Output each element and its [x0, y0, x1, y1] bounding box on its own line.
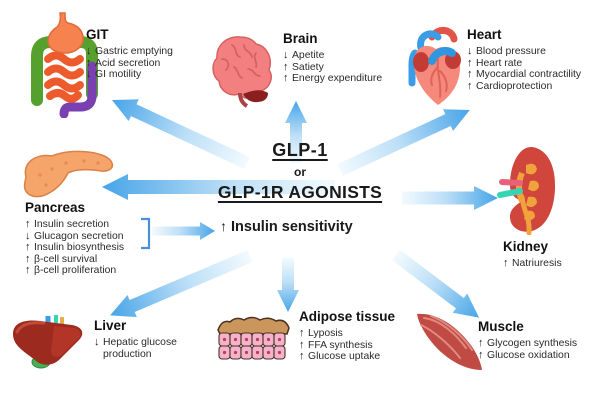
direction-arrow: ↑ — [283, 60, 289, 73]
brain-icon — [212, 36, 272, 108]
pancreas-icon — [23, 150, 114, 198]
effect-row: ↑Acid secretion — [86, 56, 161, 69]
direction-arrow: ↑ — [467, 79, 473, 92]
arrow-to-brain — [285, 101, 307, 163]
effect-row: ↓Glucagon secretion — [25, 229, 124, 242]
glp1r-agonists-title: GLP-1R AGONISTS — [217, 182, 383, 202]
direction-arrow: ↑ — [299, 350, 305, 363]
direction-arrow: ↓ — [86, 45, 92, 57]
effect-row: ↓GI motility — [86, 68, 142, 81]
kidney-title: Kidney — [503, 239, 549, 254]
heart-icon — [408, 27, 461, 105]
effect-row: ↑Satiety — [283, 60, 324, 73]
direction-arrow: ↑ — [25, 218, 31, 230]
effect-row: ↑β-cell proliferation — [25, 264, 117, 277]
adipose-tissue-icon — [217, 316, 290, 360]
direction-arrow: ↑ — [299, 327, 305, 339]
effect-row: ↑β-cell survival — [25, 252, 98, 265]
effect-row: ↑Myocardial contractility — [467, 68, 582, 81]
kidney-icon — [497, 146, 556, 235]
or-conjunction: or — [294, 165, 306, 179]
direction-arrow: ↑ — [86, 56, 92, 69]
direction-arrow: ↓ — [467, 45, 473, 57]
direction-arrow: ↓ — [94, 336, 100, 348]
git-section: GIT ↓Gastric emptying ↑Acid secretion ↓G… — [86, 28, 206, 81]
effect-row: ↓Blood pressure — [467, 45, 546, 57]
effect-row: ↑Glucose oxidation — [478, 348, 570, 361]
effect-row: ↑Heart rate — [467, 56, 523, 69]
pancreas-effects-bracket — [141, 217, 151, 250]
effect-row: ↑Insulin secretion — [25, 218, 110, 230]
arrow-to-muscle — [392, 249, 480, 318]
liver-icon — [13, 315, 83, 369]
direction-arrow: ↑ — [299, 338, 305, 351]
muscle-icon — [417, 313, 482, 370]
git-title: GIT — [86, 27, 109, 42]
muscle-title: Muscle — [478, 319, 524, 334]
pancreas-title: Pancreas — [25, 200, 86, 215]
direction-arrow: ↑ — [467, 68, 473, 81]
effect-row: ↑FFA synthesis — [299, 338, 373, 351]
effect-row: ↑Energy expenditure — [283, 72, 383, 85]
effect-row: ↑Insulin biosynthesis — [25, 241, 125, 254]
heart-section: Heart ↓Blood pressure ↑Heart rate ↑Myoca… — [467, 28, 597, 92]
center-title-block: GLP-1 or GLP-1R AGONISTS ↑Insulin sensit… — [203, 140, 397, 235]
effect-row: ↓Gastric emptying — [86, 45, 173, 57]
brain-title: Brain — [283, 31, 318, 46]
direction-arrow: ↑ — [283, 72, 289, 85]
effect-row: ↑Lyposis — [299, 327, 343, 339]
direction-arrow: ↑ — [478, 348, 484, 361]
git-organ-icon — [31, 12, 98, 118]
arrow-to-pancreas — [102, 174, 335, 200]
direction-arrow: ↑ — [467, 56, 473, 69]
arrow-to-adipose — [277, 258, 299, 312]
adipose-tissue-title: Adipose tissue — [299, 309, 396, 324]
kidney-section: Kidney ↑Natriuresis — [503, 240, 593, 270]
up-arrow-glyph: ↑ — [220, 218, 227, 234]
muscle-section: Muscle ↑Glycogen synthesis ↑Glucose oxid… — [478, 320, 593, 361]
pancreas-section: Pancreas ↑Insulin secretion ↓Glucagon se… — [25, 201, 155, 277]
brain-section: Brain ↓Apetite ↑Satiety ↑Energy expendit… — [283, 32, 398, 85]
glp1-title: GLP-1 — [272, 140, 328, 160]
effect-row: ↓Hepatic glucose production — [94, 336, 177, 360]
heart-title: Heart — [467, 27, 502, 42]
direction-arrow: ↓ — [86, 68, 92, 81]
direction-arrow: ↑ — [25, 252, 31, 265]
direction-arrow: ↓ — [25, 229, 31, 242]
direction-arrow: ↑ — [25, 264, 31, 277]
direction-arrow: ↓ — [283, 49, 289, 61]
direction-arrow: ↑ — [25, 241, 31, 254]
arrow-to-kidney — [402, 186, 498, 210]
insulin-sensitivity-effect: ↑Insulin sensitivity — [220, 218, 353, 235]
direction-arrow: ↑ — [478, 337, 484, 349]
effect-row: ↑Cardioprotection — [467, 79, 553, 92]
effect-row: ↑Glycogen synthesis — [478, 337, 578, 349]
direction-arrow: ↑ — [503, 257, 509, 269]
liver-title: Liver — [94, 318, 127, 333]
liver-section: Liver ↓Hepatic glucose production — [94, 319, 189, 360]
arrow-to-git — [111, 99, 250, 169]
adipose-tissue-section: Adipose tissue ↑Lyposis ↑FFA synthesis ↑… — [299, 310, 409, 363]
arrow-to-heart — [337, 109, 470, 176]
effect-row: ↑Glucose uptake — [299, 350, 381, 363]
effect-row: ↓Apetite — [283, 49, 325, 61]
arrow-pancreas-to-insulin — [152, 222, 215, 240]
effect-row: ↑Natriuresis — [503, 257, 562, 269]
arrow-to-liver — [110, 250, 253, 318]
